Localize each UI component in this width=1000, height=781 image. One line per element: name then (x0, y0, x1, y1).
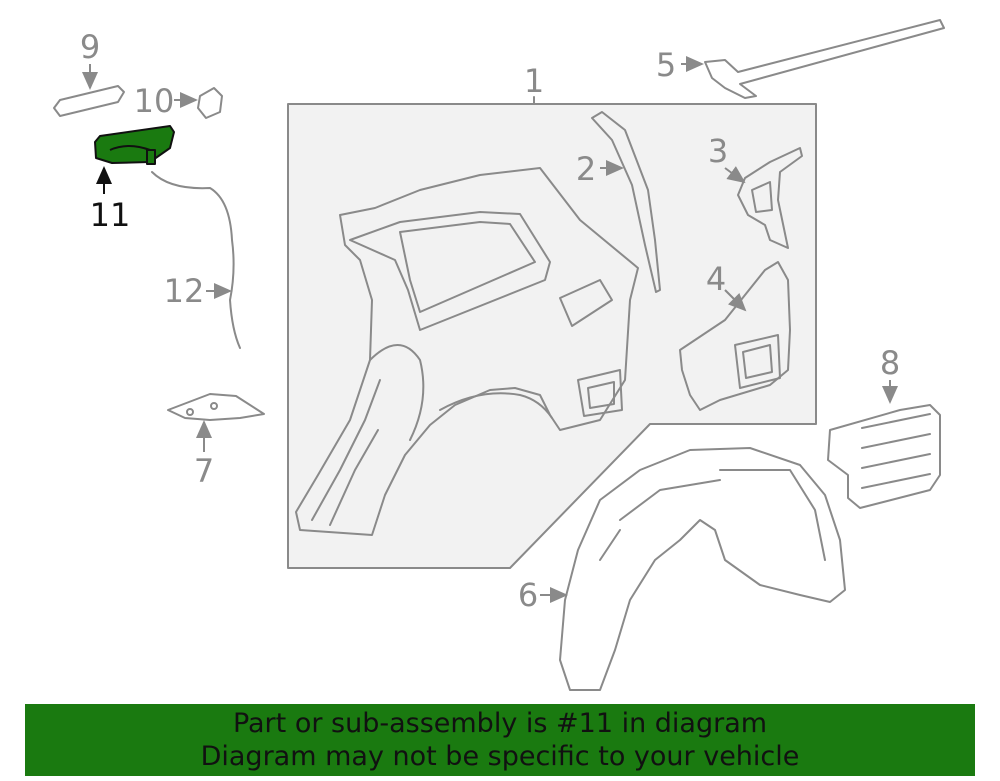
callout-9: 9 (80, 28, 100, 66)
part-11-highlighted (94, 125, 175, 165)
part-9-clip (53, 85, 125, 117)
part-2-molding (591, 111, 661, 293)
callout-2: 2 (576, 150, 596, 188)
callout-4: 4 (706, 260, 726, 298)
callout-5: 5 (656, 46, 676, 84)
callout-10: 10 (134, 82, 175, 120)
info-banner: Part or sub-assembly is #11 in diagram D… (25, 704, 975, 776)
part-10-nut (197, 87, 223, 119)
part-3-bracket (737, 147, 803, 249)
part-8-housing (827, 404, 941, 509)
part-5-brace (704, 19, 945, 99)
callout-11: 11 (90, 196, 131, 234)
part-12-cable (151, 171, 241, 349)
part-6-wheel-liner (559, 447, 846, 691)
callout-7: 7 (194, 452, 214, 490)
banner-line-2: Diagram may not be specific to your vehi… (200, 741, 800, 772)
callout-3: 3 (708, 132, 728, 170)
callout-12: 12 (164, 272, 205, 310)
part-7-bracket (167, 393, 265, 421)
banner-line-1: Part or sub-assembly is #11 in diagram (232, 708, 768, 739)
quarter-panel-part-1 (295, 167, 639, 536)
callout-8: 8 (880, 344, 900, 382)
callout-6: 6 (518, 576, 538, 614)
callout-1: 1 (524, 62, 544, 100)
parts-diagram: 1 2 3 4 5 6 7 8 9 10 11 12 (53, 19, 945, 691)
assembly-box (287, 103, 817, 569)
part-4-inner-panel (679, 261, 791, 411)
